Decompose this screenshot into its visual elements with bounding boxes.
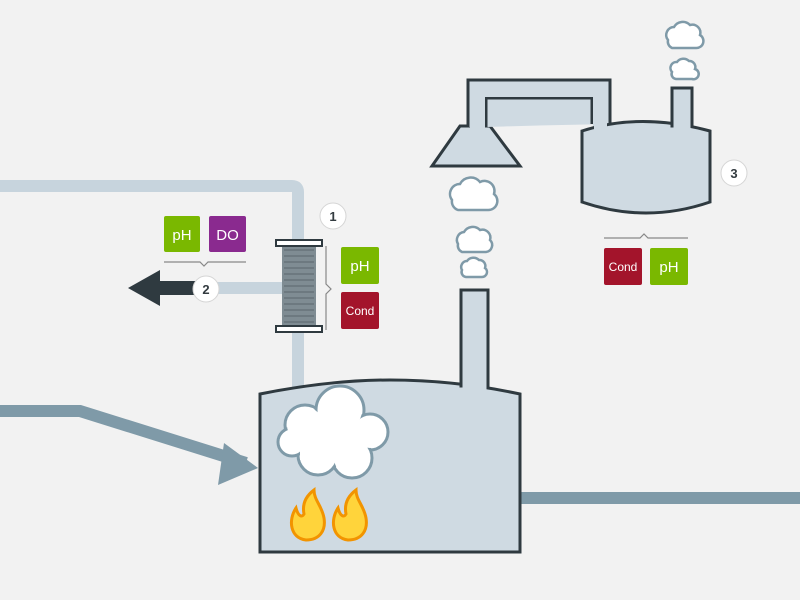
steam-clouds-rising	[448, 176, 499, 279]
ph-badge-top: pH	[164, 216, 200, 252]
exhaust-hood	[429, 124, 523, 168]
svg-text:1: 1	[329, 209, 336, 224]
condenser-bracket	[604, 233, 688, 239]
svg-text:pH: pH	[659, 259, 678, 276]
svg-text:3: 3	[730, 166, 737, 181]
cooler-bracket	[325, 246, 332, 330]
marker-2: 2	[192, 275, 220, 303]
marker-3: 3	[720, 159, 748, 187]
heat-exchanger-icon	[275, 239, 323, 333]
cond-badge-cooler: Cond	[341, 292, 379, 329]
cond-badge-condenser: Cond	[604, 248, 642, 285]
svg-text:pH: pH	[172, 227, 191, 244]
marker-1: 1	[319, 202, 347, 230]
boiler-chimney	[459, 288, 490, 388]
condenser-vessel	[580, 120, 712, 215]
svg-text:2: 2	[202, 282, 209, 297]
ph-badge-condenser: pH	[650, 248, 688, 285]
do-badge-top: DO	[209, 216, 246, 252]
top-sensor-bracket	[164, 261, 246, 267]
flame-icon	[289, 487, 368, 542]
svg-text:Cond: Cond	[609, 260, 638, 274]
feedwater-arrow-left	[218, 443, 258, 485]
svg-text:Cond: Cond	[346, 304, 375, 318]
ph-badge-cooler: pH	[341, 247, 379, 284]
sample-out-arrow	[128, 270, 206, 306]
svg-text:pH: pH	[350, 258, 369, 275]
sample-line-light	[0, 180, 304, 392]
condenser-steam-clouds	[665, 20, 705, 81]
feedwater-line-left	[0, 405, 248, 469]
svg-text:DO: DO	[216, 227, 239, 244]
